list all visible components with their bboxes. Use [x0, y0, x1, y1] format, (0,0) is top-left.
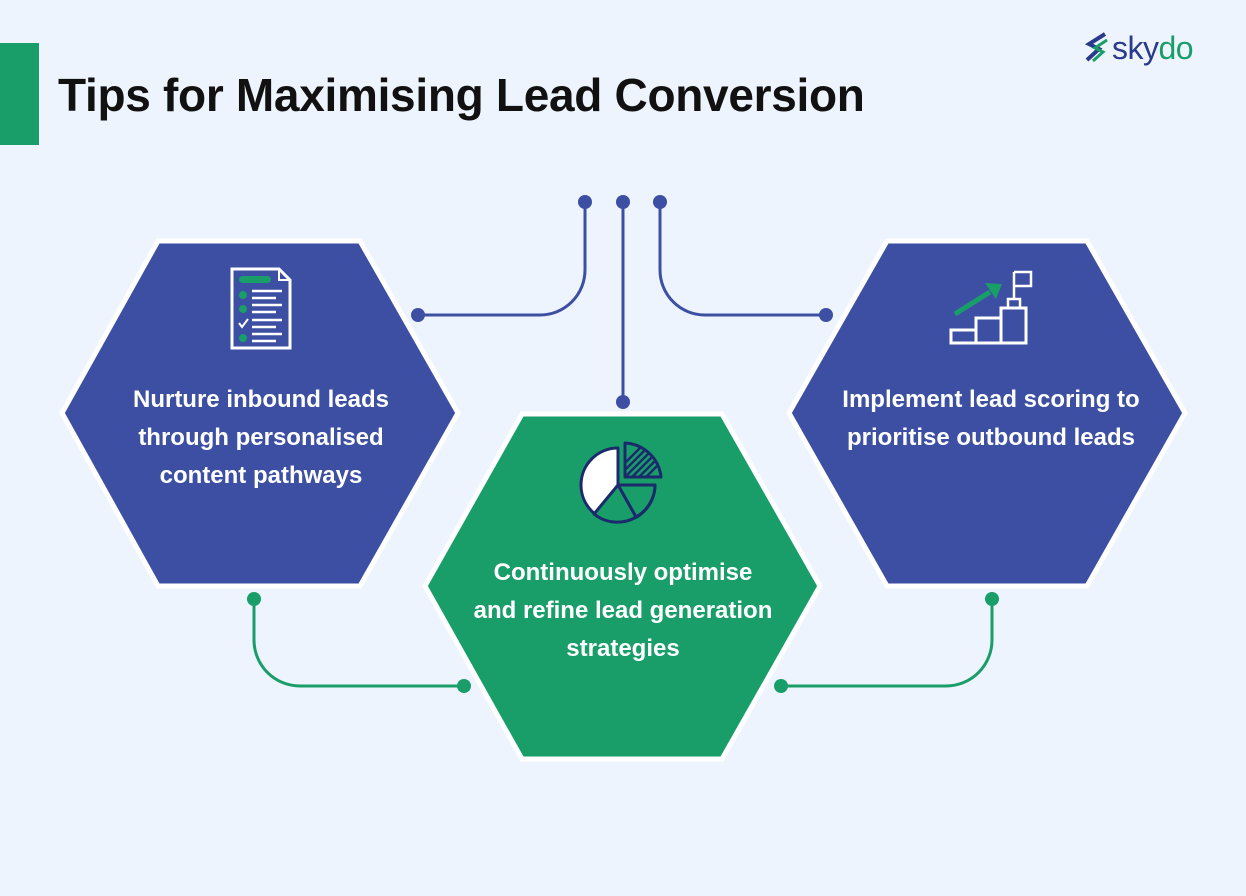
connector-bottom-left	[252, 599, 464, 688]
connector-dot	[653, 195, 667, 209]
hexagon-tip-1	[59, 238, 461, 589]
title-accent-bar	[0, 43, 39, 145]
skydo-logo: skydo	[1083, 28, 1194, 68]
connector-right	[658, 202, 826, 317]
connector-dot	[578, 195, 592, 209]
connector-dot	[985, 592, 999, 606]
connector-dot	[411, 308, 425, 322]
hexagon-tip-3	[786, 238, 1188, 589]
logo-wordmark: skydo	[1112, 28, 1194, 68]
pie-chart-icon	[579, 441, 663, 524]
tip-2-text: Continuously optimise and refine lead ge…	[473, 559, 773, 662]
connector-dot	[819, 308, 833, 322]
top-connectors	[418, 202, 826, 402]
connector-dot	[774, 679, 788, 693]
bottom-connector-dots	[247, 592, 999, 693]
tip-3-text: Implement lead scoring to prioritise out…	[842, 386, 1140, 451]
skydo-mark-icon	[1084, 32, 1108, 63]
hexagon-tip-2	[422, 411, 823, 762]
tip-1-text: Nurture inbound leads through personalis…	[132, 386, 389, 489]
connector-dot	[616, 395, 630, 409]
connector-dot	[247, 592, 261, 606]
page-title: Tips for Maximising Lead Conversion	[58, 69, 865, 121]
connector-bottom-right	[781, 599, 994, 688]
connector-dot	[457, 679, 471, 693]
growth-steps-flag-icon	[949, 270, 1033, 345]
bottom-connectors	[252, 599, 994, 688]
connector-left	[418, 202, 587, 317]
checklist-icon	[230, 267, 292, 350]
connector-dot	[616, 195, 630, 209]
logo-wordmark-sky: sky	[1112, 30, 1159, 66]
top-connector-dots	[411, 195, 833, 409]
logo-wordmark-do: do	[1158, 30, 1194, 66]
